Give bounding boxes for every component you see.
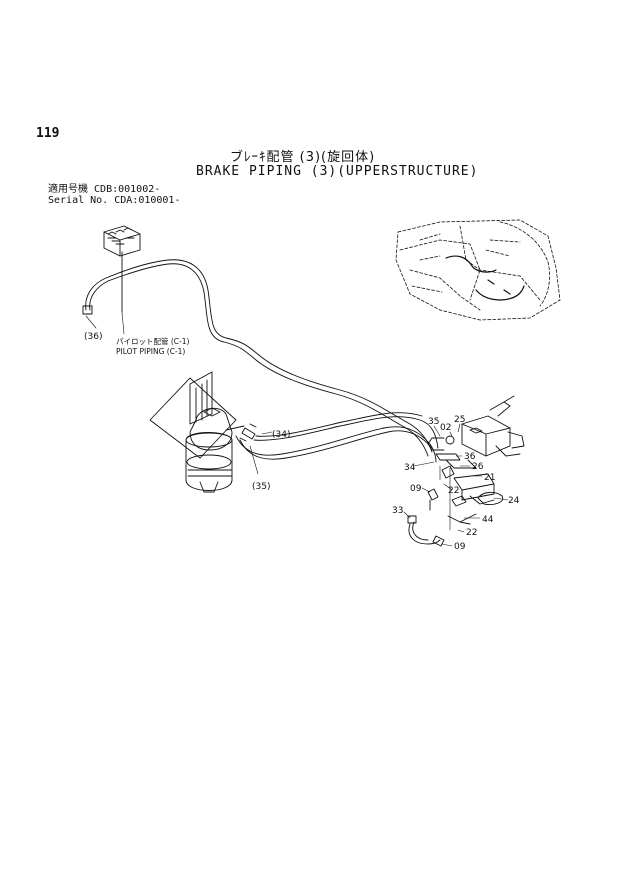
callout-26: 26 (472, 462, 484, 472)
callout-36-ref: (36) (84, 332, 102, 342)
serial-applicability: 適用号機 CDB:001002- Serial No. CDA:010001- (48, 184, 180, 206)
brake-hose-main (85, 259, 439, 463)
callout-35: 35 (428, 417, 439, 427)
callout-24: 24 (508, 496, 520, 506)
page-number: 119 (36, 126, 60, 141)
pilot-piping-note-ja: パイロット配管 (C-1) (116, 336, 190, 346)
hose-fittings (82, 305, 257, 442)
callout-33: 33 (392, 506, 403, 516)
callout-34-ref: (34) (272, 430, 290, 440)
callout-22-lower: 22 (466, 528, 477, 538)
callout-36: 36 (464, 452, 476, 462)
title-english: BRAKE PIPING (3)(UPPERSTRUCTURE) (196, 164, 479, 179)
callout-09-lower: 09 (454, 542, 466, 552)
callout-09-upper: 09 (410, 484, 422, 494)
serial-row-2-value: CDA:010001- (114, 195, 181, 206)
swing-motor-assembly (149, 371, 245, 493)
serial-row-2-label: Serial No. (48, 195, 109, 206)
brake-valve-group (427, 395, 525, 469)
switch-bracket-group (427, 465, 504, 525)
serial-row-1: 適用号機 CDB:001002- (48, 184, 180, 195)
callout-34: 34 (404, 463, 416, 473)
callout-22-upper: 22 (448, 486, 459, 496)
title-japanese: ブﾚｰｷ配管 (3)(旋回体) (230, 150, 376, 165)
callout-25: 25 (454, 415, 465, 425)
callout-35-ref: (35) (252, 482, 270, 492)
pilot-piping-note-en: PILOT PIPING (C-1) (116, 347, 185, 356)
callout-02: 02 (440, 423, 451, 433)
small-hose (407, 515, 445, 547)
serial-row-1-label: 適用号機 (48, 184, 88, 195)
pilot-valve-block (103, 225, 141, 313)
callout-labels: (36) (34) (35) 35 25 02 36 34 26 21 09 2… (84, 332, 520, 552)
upperstructure-inset (395, 219, 561, 321)
inset-hose (445, 255, 525, 301)
callout-44: 44 (482, 515, 494, 525)
leader-lines (85, 311, 509, 547)
serial-row-2: Serial No. CDA:010001- (48, 195, 180, 206)
callout-21: 21 (484, 473, 495, 483)
serial-row-1-value: CDB:001002- (94, 184, 161, 195)
